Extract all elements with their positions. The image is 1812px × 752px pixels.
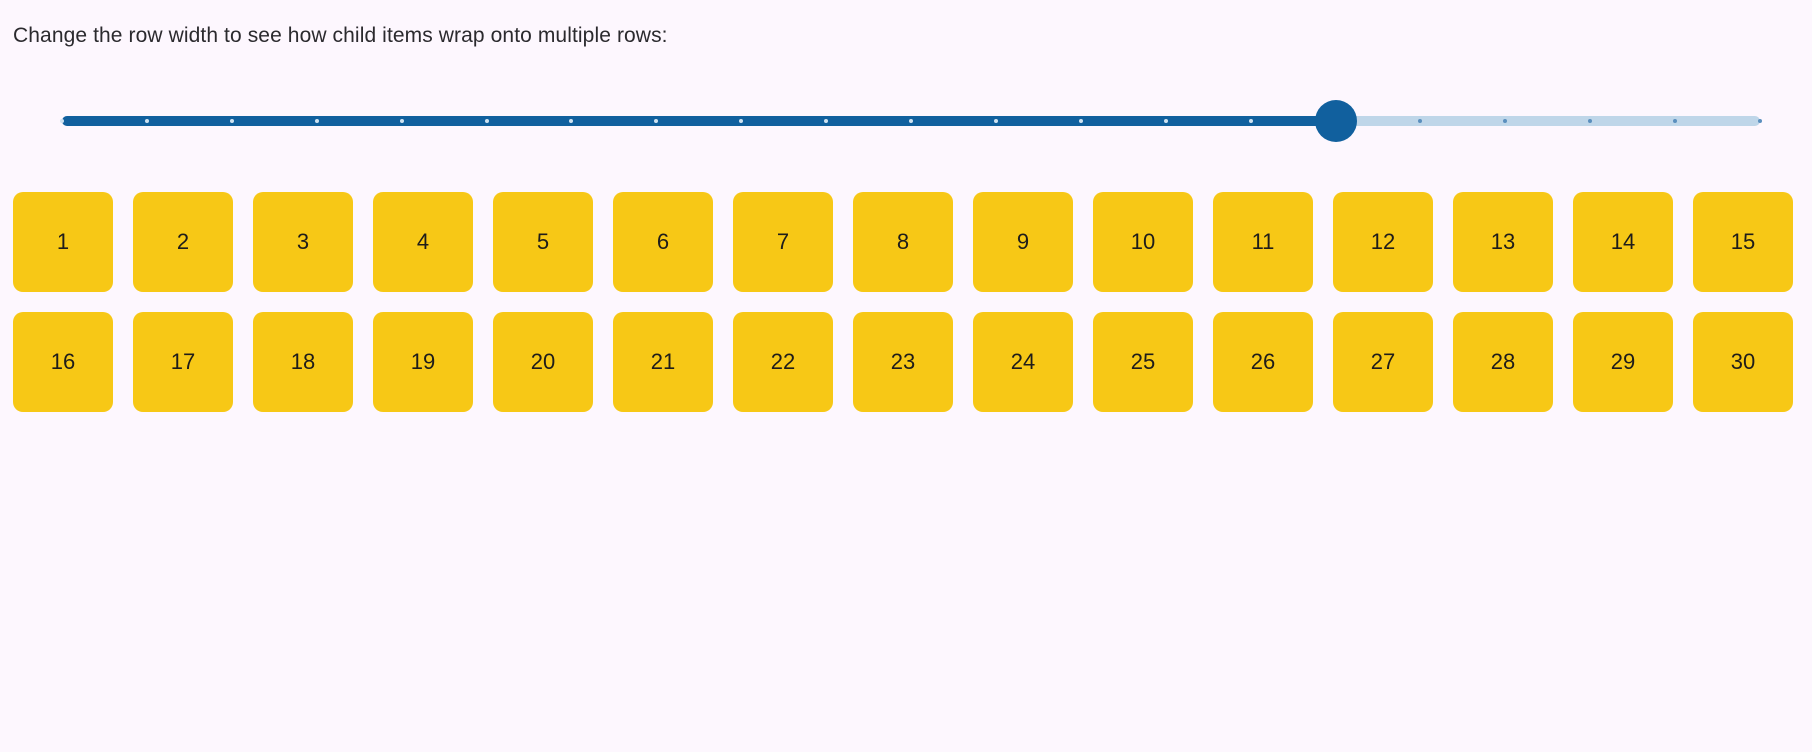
- flex-item: 11: [1213, 192, 1313, 292]
- flex-item: 3: [253, 192, 353, 292]
- flex-item: 7: [733, 192, 833, 292]
- slider-tick: [1418, 119, 1423, 123]
- slider-tick: [60, 119, 64, 123]
- slider-tick-marks: [60, 116, 1762, 126]
- slider-tick: [144, 119, 149, 123]
- row-width-slider[interactable]: [60, 100, 1762, 142]
- slider-tick: [993, 119, 998, 123]
- flex-item: 29: [1573, 312, 1673, 412]
- flex-item: 14: [1573, 192, 1673, 292]
- slider-track-fill: [62, 116, 1336, 126]
- flex-item: 15: [1693, 192, 1793, 292]
- instruction-text: Change the row width to see how child it…: [13, 24, 668, 47]
- flex-item: 5: [493, 192, 593, 292]
- slider-tick: [654, 119, 659, 123]
- flex-item: 23: [853, 312, 953, 412]
- flex-item: 4: [373, 192, 473, 292]
- slider-tick: [484, 119, 489, 123]
- flex-item: 22: [733, 312, 833, 412]
- slider-tick: [399, 119, 404, 123]
- slider-container: [0, 95, 1812, 155]
- flex-item: 28: [1453, 312, 1553, 412]
- flex-item: 17: [133, 312, 233, 412]
- slider-thumb[interactable]: [1314, 100, 1357, 142]
- slider-tick: [569, 119, 574, 123]
- flex-item: 25: [1093, 312, 1193, 412]
- slider-tick: [824, 119, 829, 123]
- flex-item: 26: [1213, 312, 1313, 412]
- slider-tick: [739, 119, 744, 123]
- slider-tick: [1503, 119, 1508, 123]
- slider-tick: [1078, 119, 1083, 123]
- flex-item: 12: [1333, 192, 1433, 292]
- flex-item: 13: [1453, 192, 1553, 292]
- flex-item: 20: [493, 312, 593, 412]
- flex-item: 10: [1093, 192, 1193, 292]
- flex-item: 9: [973, 192, 1073, 292]
- slider-tick: [909, 119, 913, 123]
- slider-tick: [229, 119, 234, 123]
- flex-item: 2: [133, 192, 233, 292]
- flex-item: 30: [1693, 312, 1793, 412]
- flex-item: 16: [13, 312, 113, 412]
- slider-tick: [1588, 119, 1593, 123]
- flex-item: 24: [973, 312, 1073, 412]
- flex-item: 18: [253, 312, 353, 412]
- flex-item: 21: [613, 312, 713, 412]
- slider-tick: [1163, 119, 1168, 123]
- slider-tick: [1248, 119, 1253, 123]
- flex-item: 8: [853, 192, 953, 292]
- slider-tick: [1758, 119, 1762, 123]
- slider-tick: [314, 119, 319, 123]
- flex-item: 1: [13, 192, 113, 292]
- flex-item: 27: [1333, 312, 1433, 412]
- flex-item: 6: [613, 192, 713, 292]
- slider-tick: [1673, 119, 1678, 123]
- flex-item: 19: [373, 312, 473, 412]
